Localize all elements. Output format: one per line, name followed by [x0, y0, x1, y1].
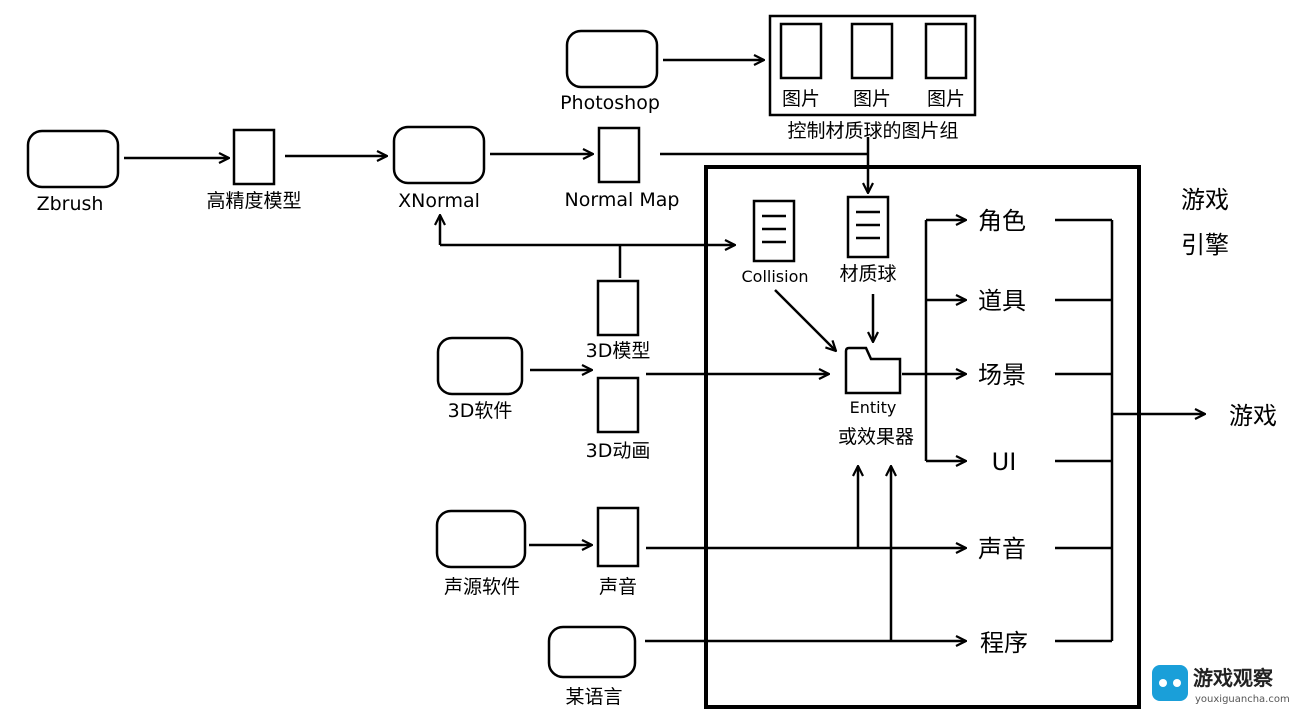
entity-label: Entity: [850, 398, 897, 417]
material-ball-label: 材质球: [839, 263, 896, 285]
image-1-label: 图片: [782, 88, 820, 110]
high-poly-model-doc: [232, 128, 276, 186]
sound-label: 声音: [599, 576, 637, 598]
collision-doc: [752, 199, 796, 263]
output-sound: 声音: [978, 535, 1026, 563]
entity-sub-label: 或效果器: [838, 426, 914, 448]
collision-to-entity-arrow: [774, 289, 836, 351]
software-3d-label: 3D软件: [448, 400, 513, 422]
image-group-caption: 控制材质球的图片组: [787, 120, 958, 142]
image-2-label: 图片: [853, 88, 891, 110]
xnormal-label: XNormal: [398, 190, 480, 212]
image-3-doc: [924, 22, 968, 80]
photoshop-label: Photoshop: [560, 92, 660, 114]
language-label: 某语言: [565, 686, 622, 708]
sound-doc: [596, 506, 640, 568]
output-program: 程序: [980, 629, 1028, 657]
image-1-doc: [779, 22, 823, 80]
engine-title-line2: 引擎: [1181, 231, 1229, 259]
gamepad-icon: [1152, 665, 1188, 701]
image-3-label: 图片: [927, 88, 965, 110]
engine-title-line1: 游戏: [1181, 186, 1229, 214]
game-engine-frame: [704, 165, 1141, 709]
model-3d-doc: [596, 279, 640, 337]
output-scene: 场景: [978, 361, 1026, 389]
language-node: [547, 625, 637, 679]
model-3d-label: 3D模型: [586, 340, 651, 362]
collision-label: Collision: [741, 267, 808, 286]
entity-folder-icon: [844, 346, 902, 395]
photoshop-node: [565, 29, 659, 89]
normal-map-label: Normal Map: [565, 189, 680, 211]
output-ui: UI: [992, 448, 1017, 476]
xnormal-node: [392, 125, 486, 185]
watermark-url: youxiguancha.com: [1195, 694, 1290, 705]
animation-3d-doc: [596, 376, 640, 434]
image-2-doc: [850, 22, 894, 80]
output-props: 道具: [978, 287, 1026, 315]
sound-software-label: 声源软件: [444, 576, 520, 598]
sound-software-node: [435, 509, 527, 569]
material-ball-doc: [846, 195, 890, 259]
watermark-logo: 游戏观察 youxiguancha.com: [1152, 665, 1290, 705]
watermark-brand: 游戏观察: [1193, 666, 1274, 690]
zbrush-node: [26, 129, 120, 189]
normal-map-doc: [597, 126, 641, 184]
final-game-label: 游戏: [1229, 402, 1277, 430]
output-character: 角色: [978, 207, 1026, 235]
animation-3d-label: 3D动画: [586, 440, 651, 462]
software-3d-node: [436, 336, 524, 396]
zbrush-label: Zbrush: [37, 193, 104, 215]
high-poly-model-label: 高精度模型: [206, 190, 301, 212]
